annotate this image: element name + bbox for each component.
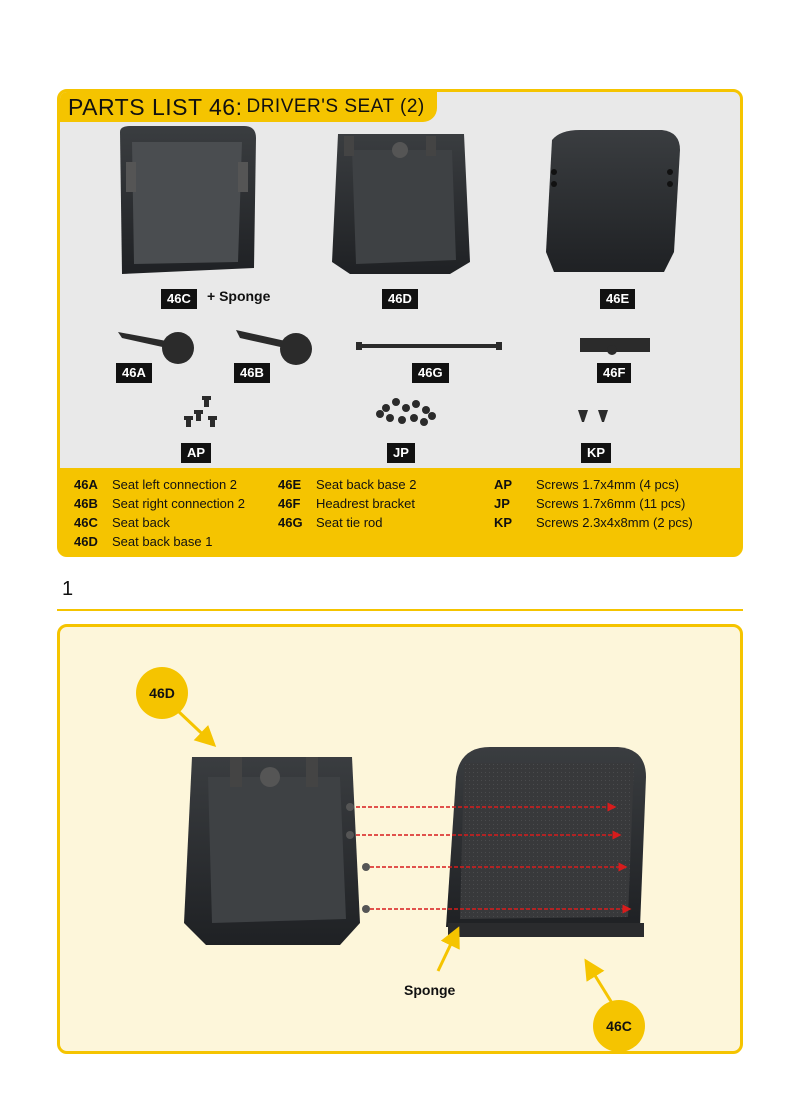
legend-item: 46F Headrest bracket [278,496,415,511]
legend-code: 46B [74,496,98,511]
tag-46b: 46B [234,363,270,383]
legend-code: AP [494,477,513,492]
callout-46c: 46C [593,1000,645,1052]
legend-desc: Headrest bracket [316,496,415,511]
tag-46a: 46A [116,363,152,383]
legend-code: 46C [74,515,98,530]
callout-46d: 46D [136,667,188,719]
legend-code: KP [494,515,513,530]
legend-code: JP [494,496,510,511]
part-46f-headrest-bracket [580,338,650,355]
step-number: 1 [62,578,74,600]
part-46g-seat-tie-rod [356,342,502,350]
tag-ap: AP [181,443,212,463]
legend-code: 46E [278,477,302,492]
legend-item: 46C Seat back [74,515,170,530]
sponge-note: + Sponge [207,288,271,304]
legend-desc: Seat tie rod [316,515,383,530]
title-main: PARTS LIST 46: [68,93,243,120]
parts-list-panel: PARTS LIST 46: DRIVER'S SEAT (2) [57,89,743,557]
alignment-arrows [356,802,632,914]
legend-item: 46B Seat right connection 2 [74,496,245,511]
legend-item: JP Screws 1.7x6mm (11 pcs) [494,496,685,511]
part-ap-screws [184,396,217,427]
legend-item: 46G Seat tie rod [278,515,383,530]
step-divider [57,609,743,611]
part-46c-seat-back [120,126,256,274]
legend-desc: Seat right connection 2 [112,496,245,511]
step-1-panel: 46D 46C Sponge [57,624,743,1054]
legend-item: 46D Seat back base 1 [74,534,212,549]
tag-46f: 46F [597,363,632,383]
legend-desc: Seat left connection 2 [112,477,238,492]
part-kp-screws [578,410,608,422]
legend-desc: Screws 1.7x6mm (11 pcs) [536,496,686,511]
tag-46g: 46G [412,363,449,383]
parts-list-title: PARTS LIST 46: DRIVER'S SEAT (2) [60,92,437,122]
part-jp-screws [376,398,436,426]
legend-code: 46F [278,496,301,511]
tag-46e: 46E [600,289,636,309]
tag-jp: JP [387,443,415,463]
legend-desc: Seat back [112,515,170,530]
step-part-46c [446,747,646,937]
legend-code: 46A [74,477,98,492]
legend-desc: Screws 1.7x4mm (4 pcs) [536,477,680,492]
step-part-46d [184,757,370,945]
tag-kp: KP [581,443,612,463]
tag-46d: 46D [382,289,418,309]
legend-item: 46E Seat back base 2 [278,477,416,492]
part-46e-seat-back-base-2 [546,130,680,272]
parts-illustrations [118,126,680,427]
legend-item: AP Screws 1.7x4mm (4 pcs) [494,477,679,492]
step-illustration [176,709,646,1004]
title-sub: DRIVER'S SEAT (2) [246,96,425,117]
part-46b-right-connection [236,330,312,365]
part-46a-left-connection [118,332,194,364]
legend-desc: Seat back base 2 [316,477,417,492]
legend-code: 46D [74,534,98,549]
legend-item: KP Screws 2.3x4x8mm (2 pcs) [494,515,693,530]
legend-code: 46G [278,515,303,530]
tag-46c: 46C [161,289,197,309]
legend-item: 46A Seat left connection 2 [74,477,237,492]
legend-desc: Screws 2.3x4x8mm (2 pcs) [536,515,693,530]
part-46d-seat-back-base-1 [332,134,470,274]
sponge-label: Sponge [404,982,456,998]
callout-pointers [176,709,614,1004]
legend-desc: Seat back base 1 [112,534,213,549]
